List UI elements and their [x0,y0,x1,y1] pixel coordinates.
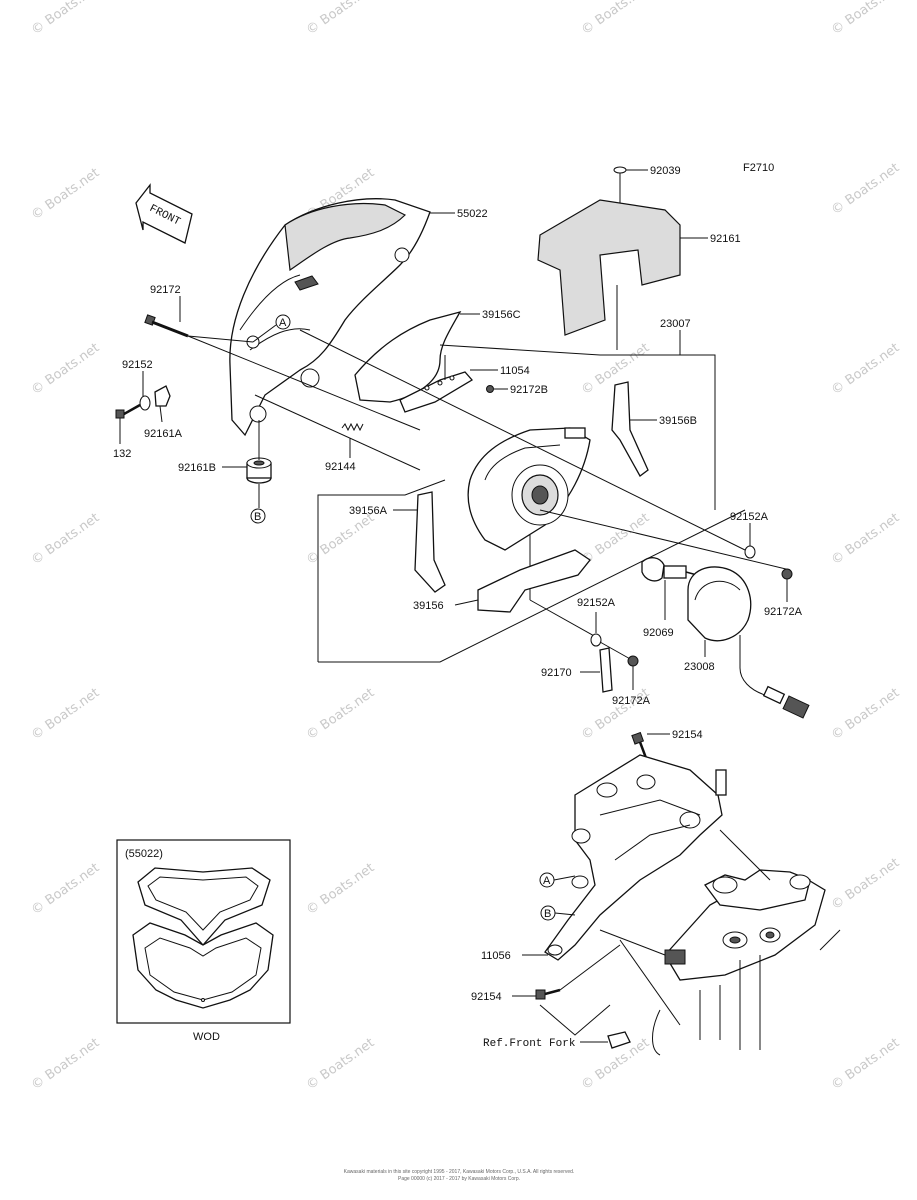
part-11056: 11056 [481,950,511,962]
watermark: © Boats.net [829,0,903,38]
part-92152: 92152 [122,359,153,371]
watermark: © Boats.net [304,860,378,918]
part-92152A-bottom: 92152A [577,597,616,609]
strip-39156B [611,381,649,477]
bracket-11054 [399,371,474,413]
inset-title: (55022) [125,848,163,860]
watermark: © Boats.net [304,0,378,38]
watermark: © Boats.net [29,510,103,568]
grommet-92161B [246,457,272,484]
part-92152A-right: 92152A [730,511,769,523]
part-92161A: 92161A [144,428,183,440]
part-92144: 92144 [325,461,356,473]
watermark: © Boats.net [829,855,903,913]
inset-caption: WOD [193,1031,220,1043]
watermark: © Boats.net [29,1035,103,1093]
part-39156B: 39156B [659,415,697,427]
bolt-132 [115,403,141,419]
washer-92152A [744,545,756,559]
bracket-11056 [544,754,727,961]
headlight-housing [467,427,591,551]
watermark: © Boats.net [29,165,103,223]
part-39156A: 39156A [349,505,388,517]
watermark: © Boats.net [829,685,903,743]
part-39156C: 39156C [482,309,521,321]
screw-92172B [486,385,494,393]
spring-92144 [341,422,364,432]
clip-92039 [613,166,627,174]
callout-b [250,508,266,524]
watermark: © Boats.net [304,685,378,743]
watermark: © Boats.net [29,340,103,398]
footer-page-info: Page 00000 (c) 2017 - 2017 by Kawasaki M… [398,1176,520,1182]
part-92154-bottom: 92154 [471,991,502,1003]
watermark: © Boats.net [29,685,103,743]
part-92039: 92039 [650,165,681,177]
nut-92161A [154,385,171,407]
watermark: © Boats.net [304,510,378,568]
callout-b-label: B [254,511,261,523]
part-92172: 92172 [150,284,181,296]
strip-39156A [414,491,446,593]
part-92172A-right: 92172A [764,606,803,618]
watermark: © Boats.net [29,0,103,38]
screw-92172A [781,568,793,580]
inset-cowl-variant [132,867,274,1009]
part-23007: 23007 [660,318,691,330]
watermark: © Boats.net [579,0,653,38]
watermark: © Boats.net [29,860,103,918]
figure-code: F2710 [743,162,774,174]
cover-92161 [537,199,681,336]
bulb-92069 [641,557,698,582]
watermark: © Boats.net [829,1035,903,1093]
part-132: 132 [113,448,131,460]
ref-front-fork: Ref.Front Fork [483,1038,576,1050]
part-92069: 92069 [643,627,674,639]
part-92161B: 92161B [178,462,216,474]
clip-92170 [599,647,613,693]
part-11054: 11054 [500,365,530,377]
front-arrow-icon: FRONT [135,183,193,244]
pad-39156 [477,549,591,613]
callout-a [275,314,291,330]
part-92170: 92170 [541,667,572,679]
washer-92152 [139,395,151,411]
headlight-cowl [229,198,431,437]
callout-a-label: A [279,317,287,329]
washer-92152A-bottom [590,633,602,647]
watermark: © Boats.net [829,340,903,398]
watermark: © Boats.net [829,510,903,568]
watermark: © Boats.net [304,1035,378,1093]
screw-92172A-bottom [627,655,639,667]
watermark: © Boats.net [829,160,903,218]
socket-cover-23008 [687,566,810,719]
part-55022: 55022 [457,208,488,220]
bolt-92172 [144,314,189,338]
bolt-92154-top [631,731,648,759]
footer-copyright: Kawasaki materials in this site copyrigh… [344,1169,575,1175]
callout-a-lower-label: A [543,875,551,887]
callout-b-lower-label: B [544,908,551,920]
part-92172A-bottom: 92172A [612,695,651,707]
part-23008: 23008 [684,661,715,673]
part-92172B: 92172B [510,384,548,396]
front-fork-assembly [652,869,841,1056]
part-39156: 39156 [413,600,444,612]
bolt-92154-bottom [535,988,561,1000]
part-92154-top: 92154 [672,729,703,741]
part-92161: 92161 [710,233,741,245]
